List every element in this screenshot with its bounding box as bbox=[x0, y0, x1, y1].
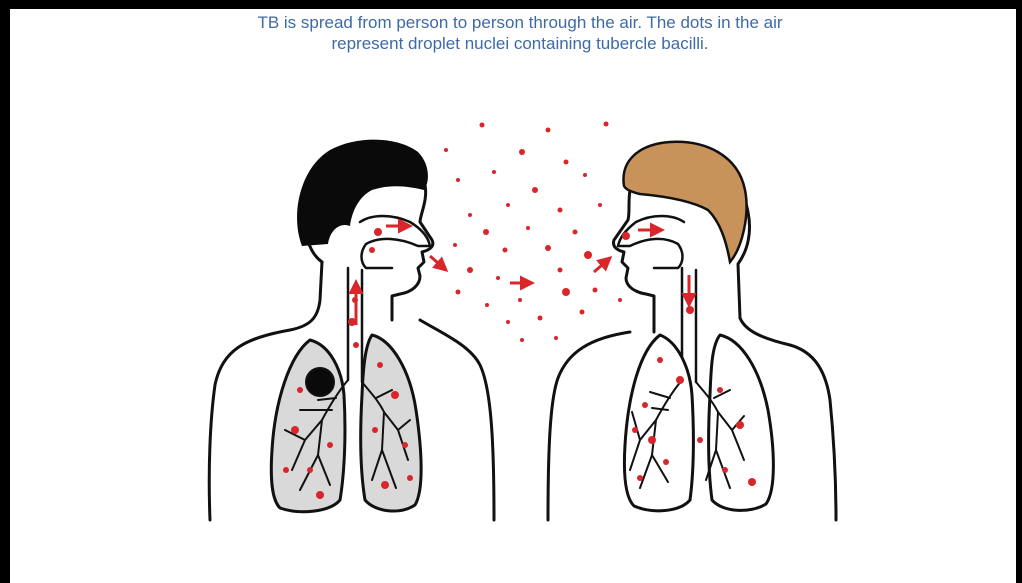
right-nasal-airway bbox=[618, 216, 684, 268]
left-hair bbox=[297, 140, 428, 246]
right-person bbox=[548, 155, 836, 520]
lung-cavity-lesion bbox=[306, 368, 334, 396]
left-lung-right bbox=[361, 335, 421, 511]
arrow-inhale-icon bbox=[594, 258, 610, 272]
droplet-nuclei bbox=[444, 122, 622, 343]
arrow-exhale-icon bbox=[430, 256, 446, 270]
left-lung-left bbox=[271, 340, 345, 512]
left-body-outline bbox=[209, 262, 494, 520]
right-hair bbox=[623, 142, 746, 262]
